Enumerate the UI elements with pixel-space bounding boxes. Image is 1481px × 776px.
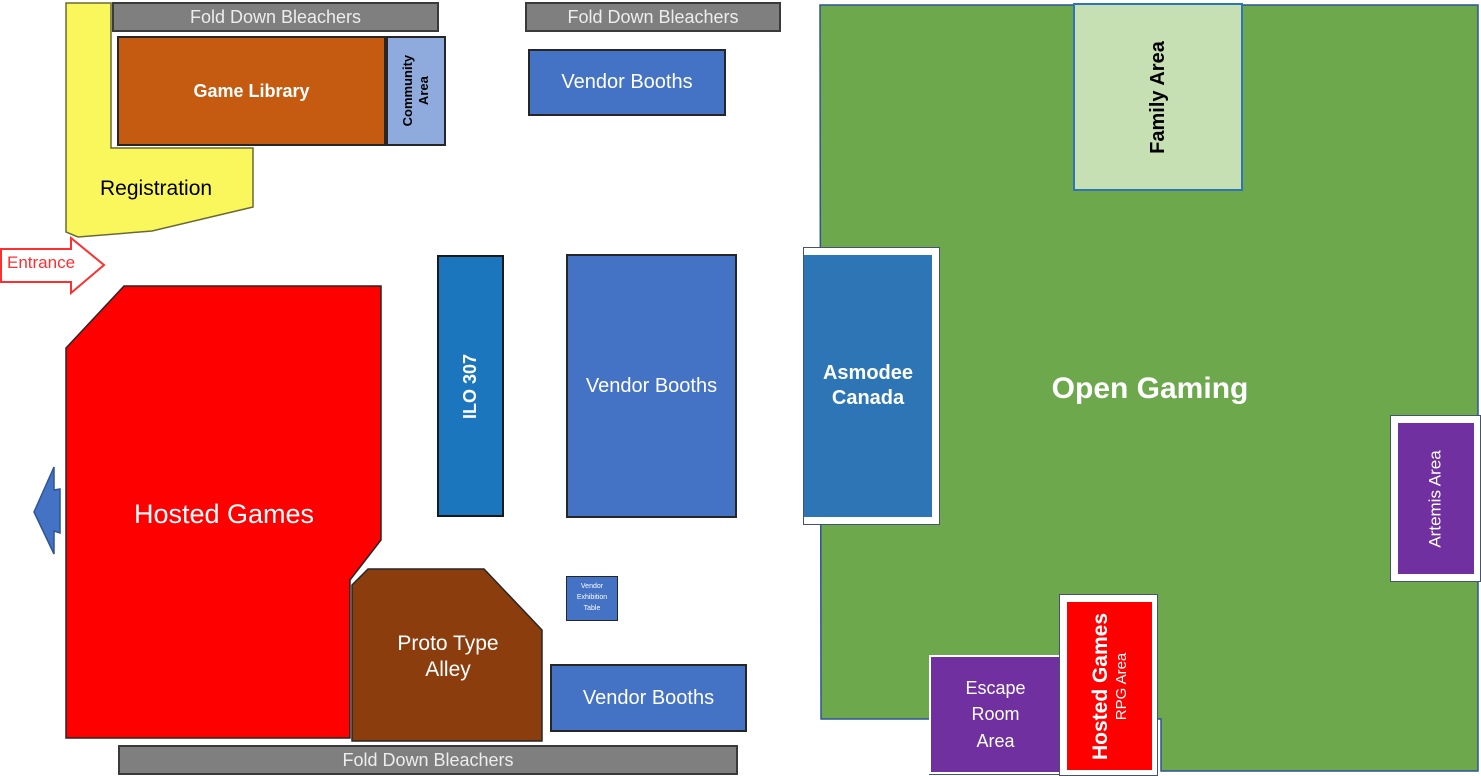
registration-label: Registration bbox=[100, 177, 213, 200]
family-area: Family Area bbox=[1073, 3, 1243, 191]
ilo-307-label: ILO 307 bbox=[460, 353, 480, 419]
asmodee-canada-label: Asmodee Canada bbox=[822, 362, 914, 409]
vendor-booths-middle-label: Vendor Booths bbox=[585, 374, 718, 397]
rpg-area-sublabel: RPG Area bbox=[1113, 652, 1130, 720]
community-area-label: Community Area bbox=[400, 55, 431, 127]
open-gaming-area-shape bbox=[819, 4, 1479, 772]
vendor-booths-top-label: Vendor Booths bbox=[561, 71, 693, 93]
artemis-area-frame: Artemis Area bbox=[1390, 415, 1481, 582]
bleacher-top-middle-label: Fold Down Bleachers bbox=[567, 6, 739, 27]
artemis-area-label: Artemis Area bbox=[1426, 449, 1445, 548]
vendor-booths-bottom: Vendor Booths bbox=[550, 664, 747, 732]
proto-type-alley-shape bbox=[351, 568, 543, 742]
ilo-307-area: ILO 307 bbox=[437, 255, 504, 517]
exit-arrow-icon bbox=[33, 466, 61, 555]
vendor-exhibition-table: Vendor Exhibition Table bbox=[566, 576, 618, 621]
artemis-area: Artemis Area bbox=[1398, 423, 1474, 574]
escape-room-label: Escape Room Area bbox=[965, 678, 1026, 751]
hosted-games-rpg-area: Hosted Games RPG Area bbox=[1067, 602, 1152, 770]
asmodee-canada-frame: Asmodee Canada bbox=[803, 247, 940, 525]
asmodee-canada-area: Asmodee Canada bbox=[804, 255, 932, 517]
hosted-games-area-shape bbox=[65, 285, 382, 739]
bleacher-bottom-label: Fold Down Bleachers bbox=[342, 749, 514, 770]
entrance-label: Entrance bbox=[7, 253, 76, 272]
game-library-area: Game Library bbox=[117, 36, 386, 146]
registration-area-shape bbox=[65, 2, 254, 238]
escape-room-area: Escape Room Area bbox=[929, 655, 1062, 774]
bleacher-top-left-label: Fold Down Bleachers bbox=[189, 6, 362, 27]
entrance-arrow-icon bbox=[0, 235, 106, 296]
community-area: Community Area bbox=[386, 36, 446, 146]
vendor-booths-middle: Vendor Booths bbox=[566, 254, 737, 518]
game-library-label: Game Library bbox=[193, 80, 310, 101]
hosted-games-rpg-label: Hosted Games bbox=[1089, 612, 1112, 760]
hosted-games-label: Hosted Games bbox=[133, 499, 315, 529]
open-gaming-label: Open Gaming bbox=[1051, 372, 1249, 405]
bleacher-top-left: Fold Down Bleachers bbox=[112, 2, 439, 32]
vendor-exhibition-table-label: Vendor Exhibition Table bbox=[576, 583, 608, 612]
vendor-booths-bottom-label: Vendor Booths bbox=[582, 686, 715, 709]
bleacher-top-middle: Fold Down Bleachers bbox=[525, 2, 781, 32]
hosted-games-rpg-labels: Hosted Games RPG Area bbox=[1089, 612, 1130, 759]
vendor-booths-top: Vendor Booths bbox=[528, 49, 726, 116]
family-area-label: Family Area bbox=[1146, 40, 1169, 154]
bleacher-bottom: Fold Down Bleachers bbox=[118, 745, 738, 775]
proto-type-alley-label: Proto Type Alley bbox=[397, 632, 499, 681]
hosted-games-rpg-frame: Hosted Games RPG Area bbox=[1059, 594, 1158, 776]
